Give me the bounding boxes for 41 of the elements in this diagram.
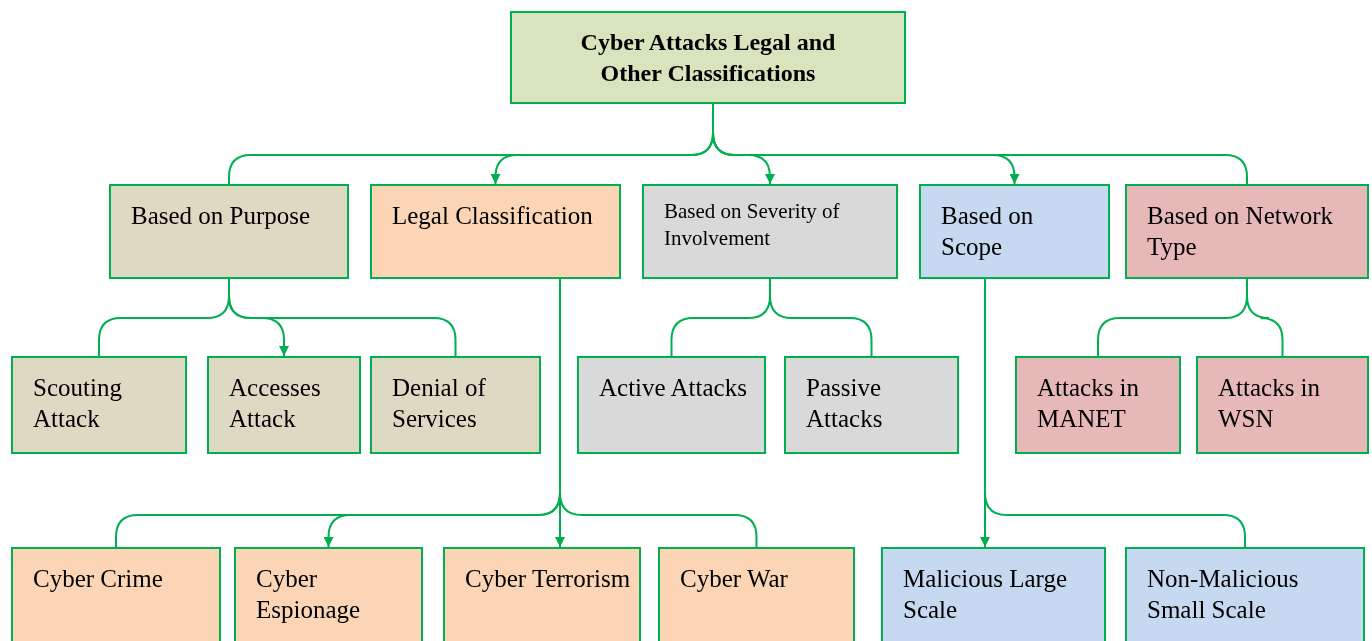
category-label: Legal Classification <box>392 201 594 231</box>
connector-line <box>228 278 457 357</box>
category-label: Cyber Crime <box>33 564 164 594</box>
category-box <box>919 184 1110 279</box>
category-box <box>881 547 1106 641</box>
category-label: Cyber Terrorism <box>465 564 631 594</box>
root-label: Cyber Attacks Legal and Other Classifications <box>579 28 837 88</box>
category-box <box>109 184 349 279</box>
category-box <box>11 547 221 641</box>
category-box <box>11 356 187 454</box>
category-label: Malicious Large Scale <box>903 564 1069 625</box>
category-box <box>1196 356 1369 454</box>
connector-line <box>769 278 873 357</box>
category-label: Denial of Services <box>392 373 487 434</box>
category-label: Cyber Espionage <box>256 564 362 625</box>
category-label: Non-Malicious Small Scale <box>1147 564 1300 625</box>
category-box <box>577 356 766 454</box>
category-box <box>1125 547 1365 641</box>
title-box <box>510 11 906 104</box>
category-label: Based on Scope <box>941 201 1035 262</box>
category-label: Passive Attacks <box>806 373 884 434</box>
category-label: Accesses Attack <box>229 373 322 434</box>
category-box <box>207 356 361 454</box>
category-box <box>370 356 541 454</box>
category-label: Scouting Attack <box>33 373 123 434</box>
category-box <box>370 184 621 279</box>
category-label: Attacks in MANET <box>1037 373 1141 434</box>
category-box <box>642 184 898 279</box>
category-label: Cyber War <box>680 564 789 594</box>
category-label: Based on Network Type <box>1147 201 1335 262</box>
category-label: Active Attacks <box>599 373 748 403</box>
category-label: Based on Severity of Involvement <box>664 198 841 252</box>
connector-line <box>1246 278 1284 357</box>
category-box <box>443 547 641 641</box>
category-label: Based on Purpose <box>131 201 312 231</box>
category-label: Attacks in WSN <box>1218 373 1322 434</box>
category-box <box>1015 356 1181 454</box>
category-box <box>234 547 423 641</box>
category-box <box>784 356 959 454</box>
category-box <box>658 547 855 641</box>
category-box <box>1125 184 1369 279</box>
